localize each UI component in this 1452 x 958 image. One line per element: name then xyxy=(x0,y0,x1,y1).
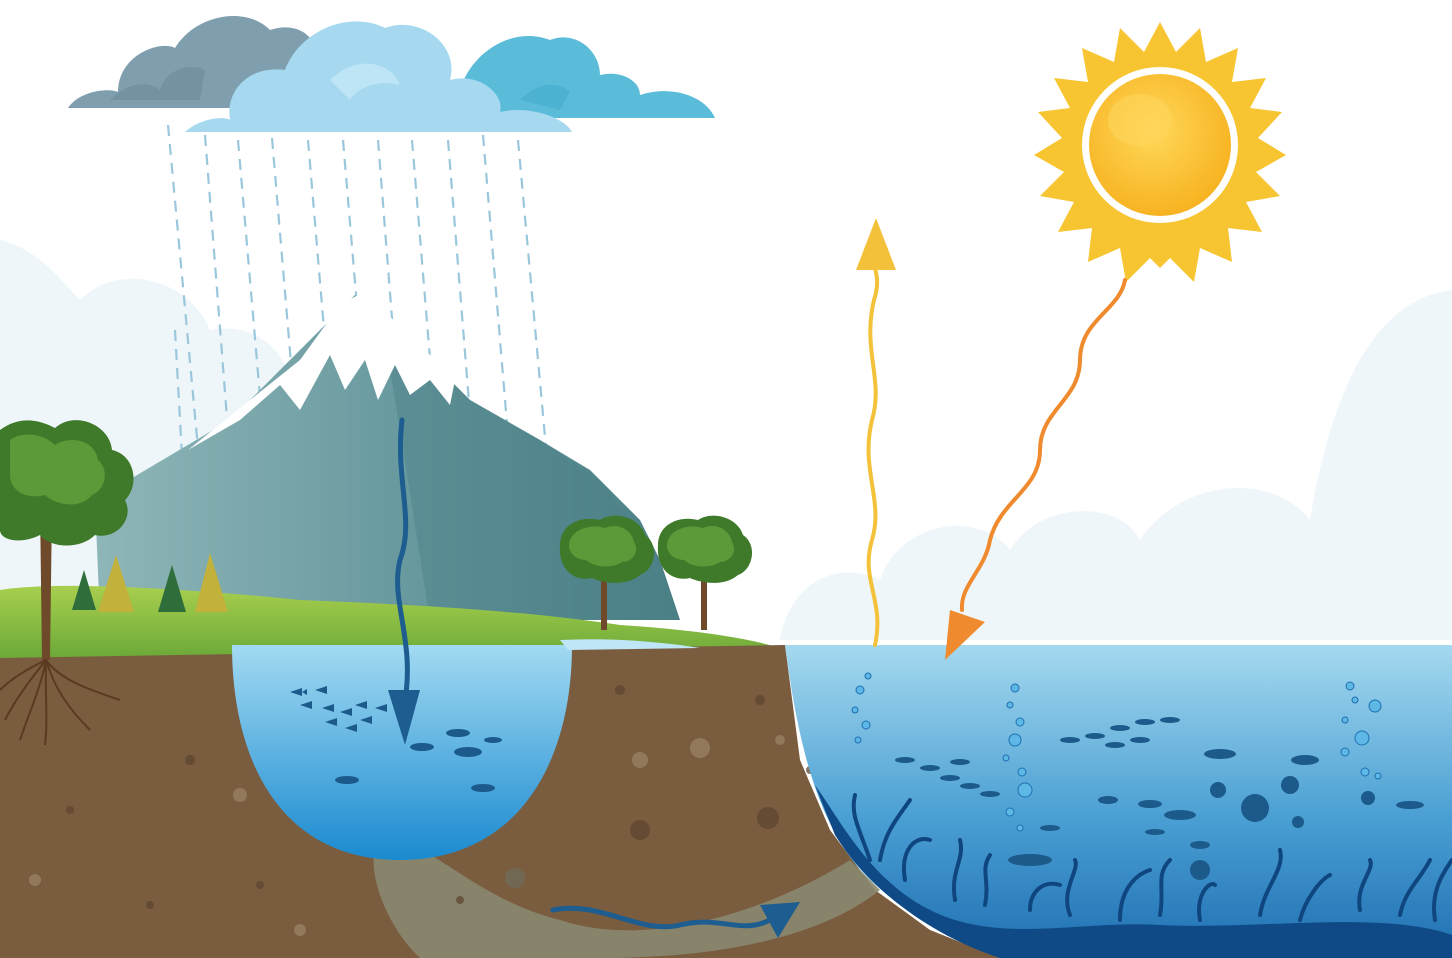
bubbles xyxy=(851,672,1382,832)
bushes xyxy=(72,553,228,612)
fish xyxy=(454,747,482,757)
ocean-fish xyxy=(895,717,1424,880)
light-cloud xyxy=(185,21,572,132)
groundwater-flow-arrow xyxy=(550,902,800,938)
fish xyxy=(471,784,495,792)
freshwater-lake xyxy=(232,639,700,860)
ocean xyxy=(785,645,1452,958)
seabed xyxy=(815,785,1452,958)
lake-fish xyxy=(290,686,502,792)
fish xyxy=(410,743,434,751)
small-tree xyxy=(559,515,655,630)
infiltration-arrow xyxy=(388,417,420,745)
fish xyxy=(446,729,470,737)
large-tree xyxy=(0,420,134,746)
fish xyxy=(335,776,359,784)
snow-cap xyxy=(188,295,455,450)
evaporation-arrow xyxy=(856,218,896,647)
soil-pebbles xyxy=(29,685,814,936)
fish xyxy=(484,737,502,743)
solar-radiation-arrow xyxy=(945,278,1127,660)
small-tree xyxy=(657,515,753,630)
sun xyxy=(1034,22,1286,282)
sea-plants xyxy=(851,793,1452,922)
